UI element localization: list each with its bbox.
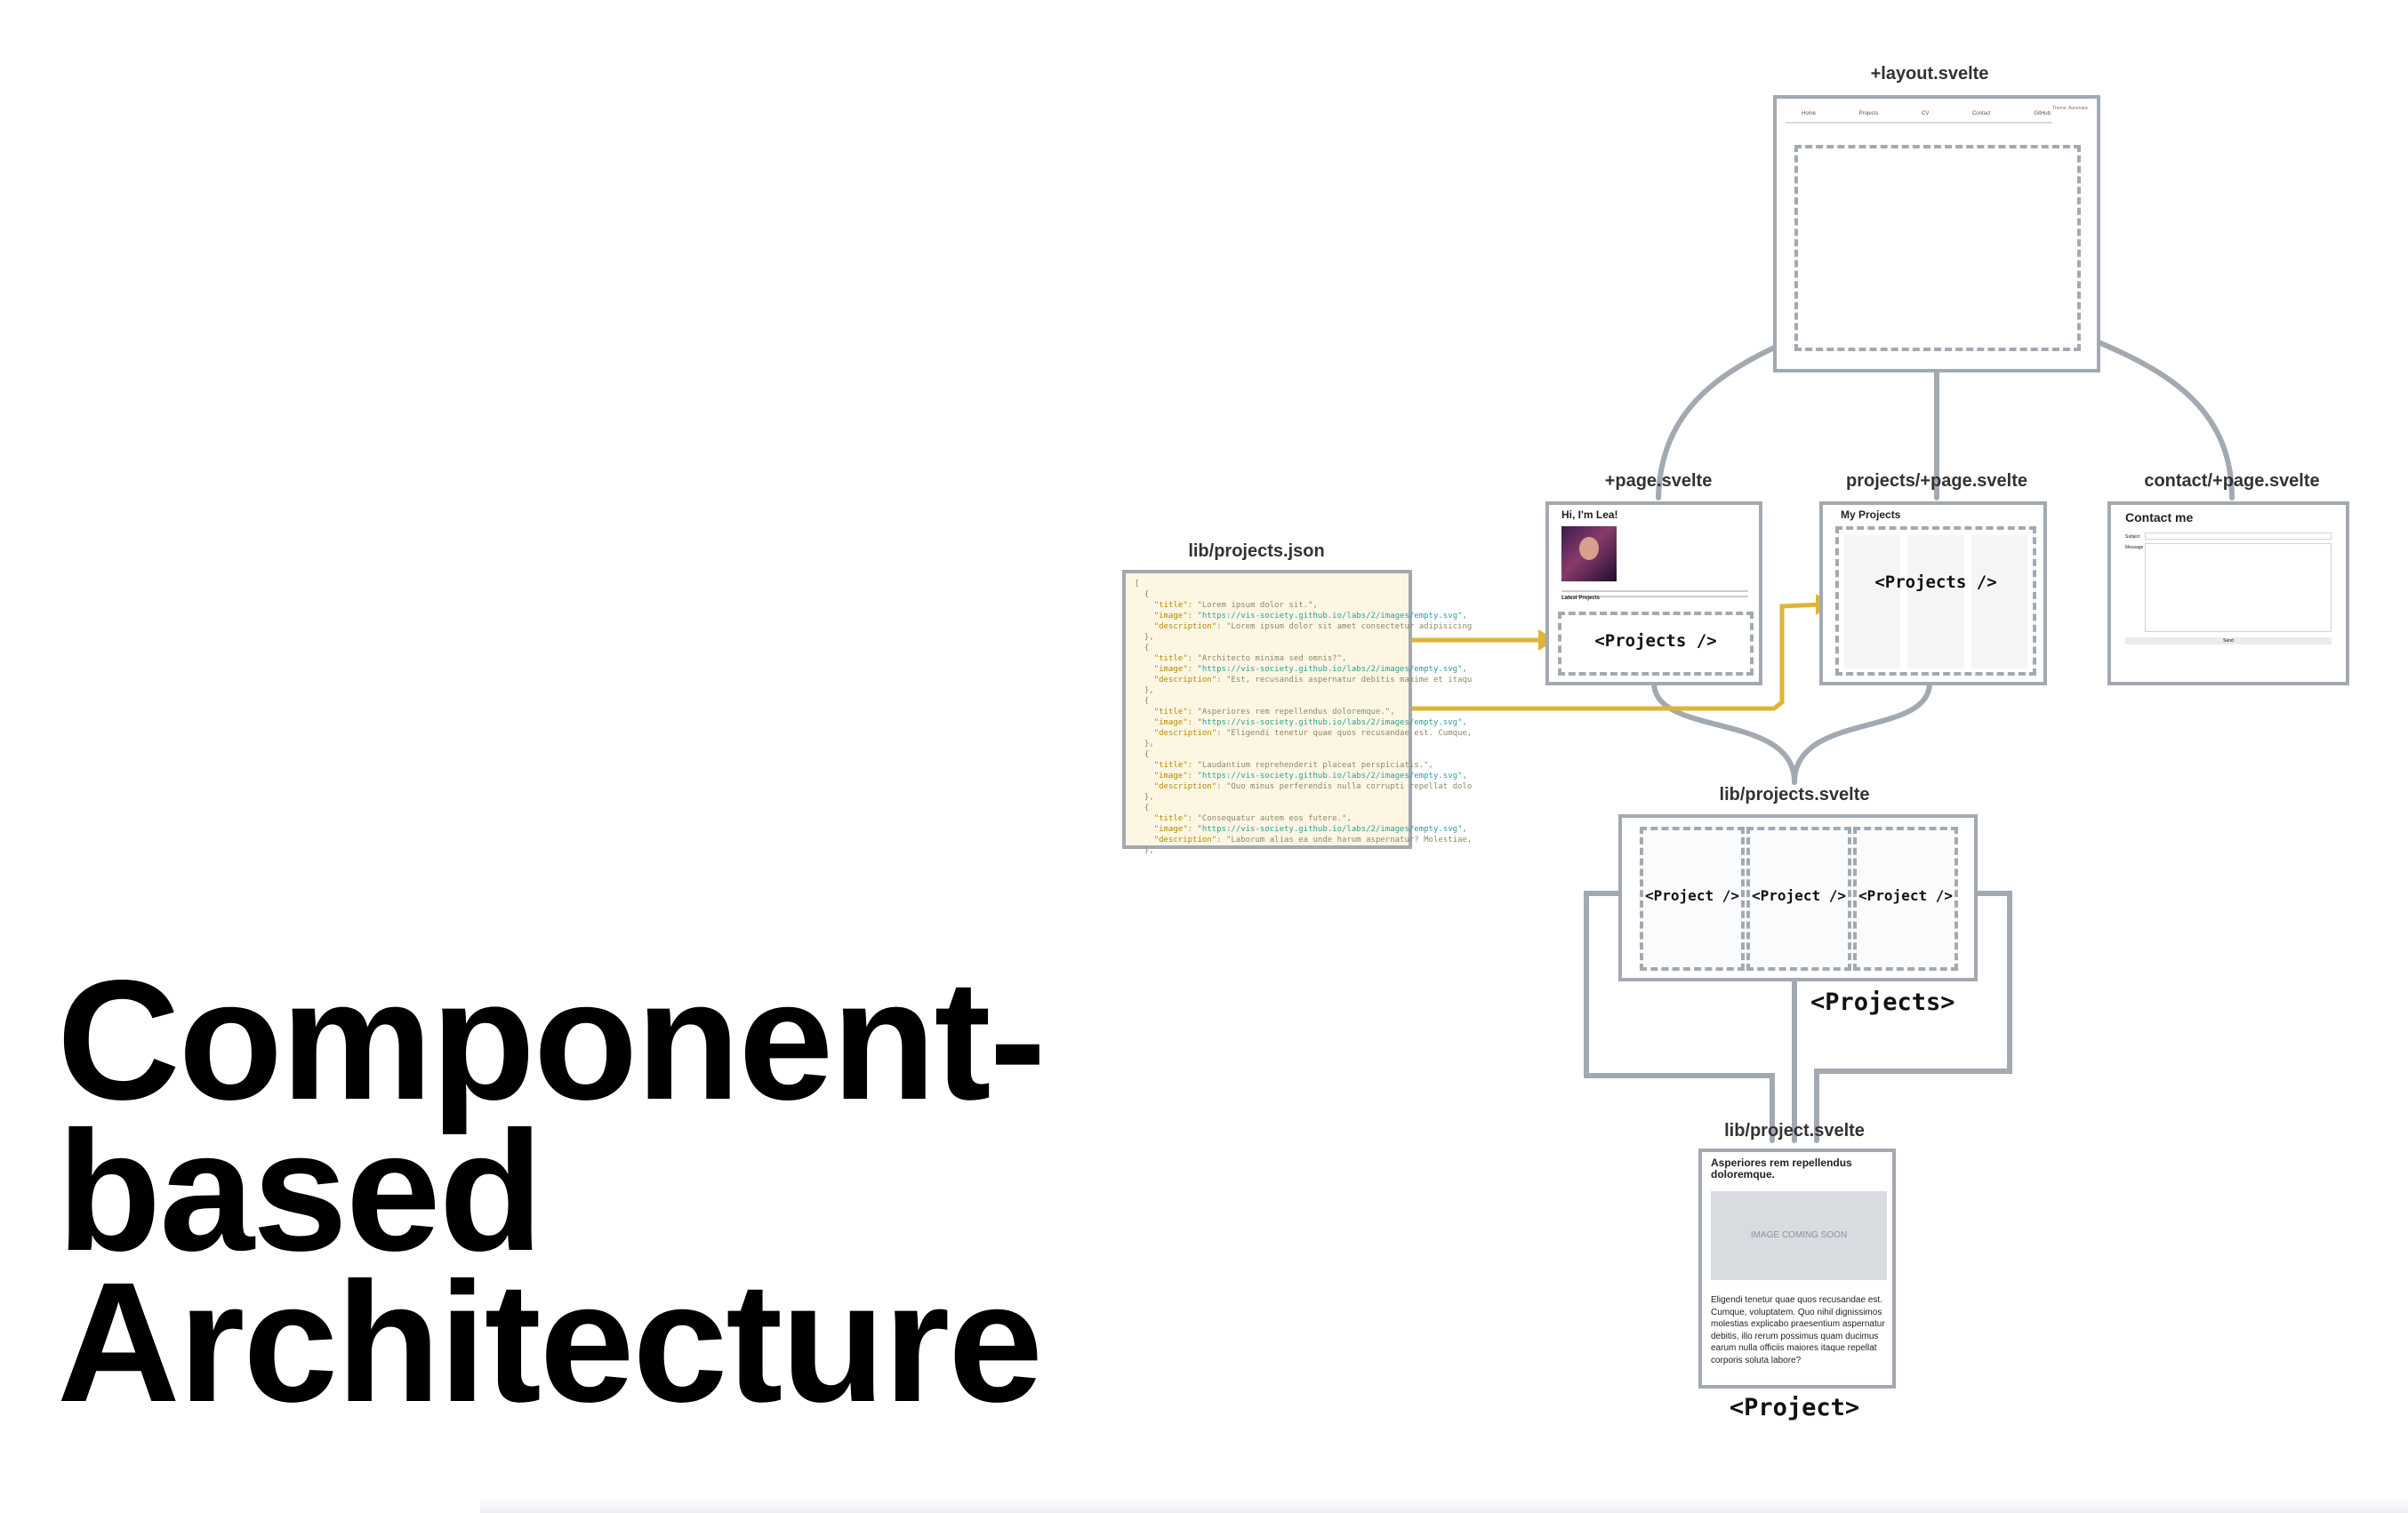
project-slot-3: <Project /> <box>1853 827 1958 971</box>
contact-message-textarea[interactable] <box>2145 543 2332 632</box>
project-left-connector <box>1584 891 1775 1143</box>
profile-face <box>1579 537 1599 560</box>
json-entry-5-title: "title": "Consequatur autem eos futere."… <box>1153 814 1352 823</box>
project-card-title: Asperiores rem repellendus doloremque. <box>1711 1157 1852 1181</box>
project-card-description: Eligendi tenetur quae quos recusandae es… <box>1711 1295 1885 1365</box>
projects-component-tag-label: <Projects> <box>1810 989 1955 1016</box>
project-card-image-placeholder: IMAGE COMING SOON <box>1711 1191 1887 1280</box>
layout-nav-divider <box>1786 122 2052 124</box>
home-bio-lines <box>1561 587 1748 601</box>
title-line-2: based <box>57 1095 543 1286</box>
layout-nav-contact: Contact <box>1971 111 1991 116</box>
projects-page-ghost-grid <box>1844 535 2027 668</box>
contact-submit-button[interactable]: Send <box>2125 637 2332 644</box>
home-projects-tag: <Projects /> <box>1594 631 1717 651</box>
layout-nav: Home Projects CV Contact GitHub <box>1802 111 2051 116</box>
title-line-1: Component- <box>57 944 1046 1135</box>
json-entry-3-title: "title": "Asperiores rem repellendus dol… <box>1153 708 1395 716</box>
contact-page-file-label: contact/+page.svelte <box>2144 471 2320 491</box>
layout-slot-area <box>1794 145 2081 351</box>
json-entry-2-description: "description": "Est, recusandis aspernat… <box>1153 676 1473 684</box>
json-entry-4-title: "title": "Laudantium reprehenderit place… <box>1153 761 1433 770</box>
project-slot-2-tag: <Project /> <box>1752 887 1846 904</box>
home-page-box: Hi, I'm Lea! Latest Projects <Projects /… <box>1545 501 1762 685</box>
json-file-label: lib/projects.json <box>1188 541 1325 561</box>
layout-box: Home Projects CV Contact GitHub Theme: A… <box>1773 95 2100 372</box>
page-title: Component- based Architecture <box>57 944 1080 1437</box>
project-slot-1-tag: <Project /> <box>1645 887 1739 904</box>
json-entry-4-image: "image": "https://vis-society.github.io/… <box>1153 772 1467 781</box>
json-entry-5-description: "description": "Laborum alias ea unde ha… <box>1153 836 1473 845</box>
home-latest-projects-heading: Latest Projects <box>1561 596 1601 601</box>
projectspage-to-projects-component-connector <box>1792 680 1932 785</box>
json-entry-1-description: "description": "Lorem ipsum dolor sit am… <box>1153 622 1473 631</box>
project-card-box: Asperiores rem repellendus doloremque. I… <box>1698 1149 1896 1389</box>
projects-page-slot: <Projects /> <box>1835 526 2036 676</box>
projects-page-projects-tag: <Projects /> <box>1874 572 1997 592</box>
json-code-box: [ { "title": "Lorem ipsum dolor sit.", "… <box>1122 570 1473 855</box>
json-entry-1-title: "title": "Lorem ipsum dolor sit.", <box>1153 601 1318 610</box>
project-slot-2: <Project /> <box>1746 827 1851 971</box>
json-entry-2-title: "title": "Architecto minima sed omnis?", <box>1153 654 1347 663</box>
projects-page-box: My Projects <Projects /> <box>1819 501 2047 685</box>
project-component-tag-label: <Project> <box>1729 1394 1860 1421</box>
json-to-projects-flow <box>1412 602 1822 711</box>
contact-page-box: Contact me Subject Message Send <box>2107 501 2349 685</box>
contact-message-label: Message <box>2125 545 2144 550</box>
project-slot-1: <Project /> <box>1640 827 1745 971</box>
home-file-label: +page.svelte <box>1604 471 1713 491</box>
json-entry-2-image: "image": "https://vis-society.github.io/… <box>1153 665 1467 674</box>
projects-component-file-label: lib/projects.svelte <box>1719 785 1870 805</box>
layout-nav-home: Home <box>1802 111 1817 116</box>
profile-photo <box>1561 526 1617 581</box>
json-entry-3-description: "description": "Eligendi tenetur quae qu… <box>1153 729 1473 738</box>
project-slot-3-tag: <Project /> <box>1858 887 1953 904</box>
layout-nav-projects: Projects <box>1858 111 1879 116</box>
home-heading: Hi, I'm Lea! <box>1561 508 1618 521</box>
title-line-3: Architecture <box>57 1246 1043 1437</box>
bottom-fade <box>480 1498 2408 1513</box>
home-projects-slot: <Projects /> <box>1558 612 1754 676</box>
contact-heading: Contact me <box>2125 510 2194 524</box>
projects-page-file-label: projects/+page.svelte <box>1846 471 2027 491</box>
json-entry-5-image: "image": "https://vis-society.github.io/… <box>1153 825 1467 834</box>
json-entry-4-description: "description": "Quo minus perferendis nu… <box>1153 782 1473 791</box>
home-to-projects-component-connector <box>1651 680 1797 785</box>
layout-nav-github: GitHub <box>2034 111 2051 116</box>
layout-nav-cv: CV <box>1921 111 1930 116</box>
projects-component-box: <Project /> <Project /> <Project /> <box>1618 814 1978 981</box>
contact-subject-label: Subject <box>2125 534 2140 540</box>
json-entry-3-image: "image": "https://vis-society.github.io/… <box>1153 718 1467 727</box>
projects-page-heading: My Projects <box>1841 508 1901 521</box>
json-entry-1-image: "image": "https://vis-society.github.io/… <box>1153 612 1467 620</box>
project-right-connector <box>1814 891 2012 1143</box>
layout-theme-select: Theme: Automatic <box>2052 106 2089 111</box>
contact-subject-input[interactable] <box>2145 532 2332 540</box>
layout-file-label: +layout.svelte <box>1870 64 1989 84</box>
project-component-file-label: lib/project.svelte <box>1724 1121 1865 1141</box>
